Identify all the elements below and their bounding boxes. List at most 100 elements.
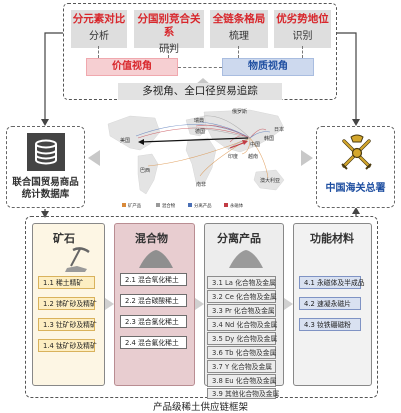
powder-pile-icon	[139, 250, 173, 268]
analysis-frame: 分元素对比 分析 分国别竞合关系 研判 全链条格局 梳理 优劣势地位 识别 价值…	[63, 3, 337, 100]
mixture-item: 2.2 混合碳酸稀土	[120, 294, 187, 307]
connector-line	[302, 46, 303, 58]
un-comtrade-label-line1: 联合国贸易商品	[12, 177, 79, 188]
connector-line	[168, 46, 169, 58]
legend-swatch	[188, 203, 192, 207]
africa-shape	[185, 137, 217, 185]
trade-flow-map: 俄罗斯 瑞典 德国 日本 韩国 中国 美国 巴西 印度 越南 南非 澳大利亚 矿…	[107, 108, 285, 209]
un-comtrade-panel: 联合国贸易商品 统计数据库	[6, 126, 85, 208]
trace-banner: 多视角、全口径贸易追踪	[118, 83, 282, 100]
customs-emblem-icon	[341, 134, 372, 170]
right-arrow-icon	[284, 298, 293, 310]
separated-item: 3.1 La 化合物及金属	[207, 276, 276, 289]
trace-banner-label: 多视角、全口径贸易追踪	[142, 85, 258, 97]
functional-item: 4.2 速凝永磁片	[299, 297, 361, 310]
separated-item: 3.9 其他化合物及金属	[207, 388, 279, 399]
main-flow-arrow-icon	[138, 139, 144, 145]
mixture-item: 2.3 混合氯化稀土	[120, 315, 187, 328]
analysis-box-title: 分国别竞合关系	[137, 13, 201, 38]
un-comtrade-label: 联合国贸易商品 统计数据库	[7, 177, 84, 201]
legend-label: 混合物	[162, 202, 176, 209]
map-legend: 矿产品 混合物 分离产品 永磁体	[122, 202, 244, 209]
south-america-shape	[137, 153, 159, 195]
database-icon	[27, 133, 65, 171]
separated-item: 3.8 Eu 化合物及金属	[207, 374, 277, 387]
australia-shape	[253, 169, 285, 191]
country-label: 德国	[195, 128, 205, 135]
separated-title: 分离产品	[217, 232, 261, 245]
connector-line	[44, 32, 63, 124]
connector-line	[337, 32, 357, 124]
country-label: 印度	[228, 153, 238, 160]
analysis-box-subtitle: 分析	[89, 31, 109, 42]
supply-chain-frame	[25, 216, 378, 398]
ore-item: 1.3 钍矿砂及精矿	[38, 318, 97, 331]
pickaxe-icon	[65, 247, 90, 272]
framework-caption: 产品级稀土供应链框架	[152, 402, 248, 413]
separated-item: 3.2 Ce 化合物及金属	[207, 290, 277, 303]
functional-title: 功能材料	[310, 232, 354, 245]
analysis-box-subtitle: 研判	[159, 44, 179, 55]
material-view-bar: 物质视角	[222, 58, 314, 76]
country-label: 巴西	[140, 168, 150, 174]
arrow-head-icon	[352, 119, 360, 126]
separated-item: 3.4 Nd 化合物及金属	[207, 318, 277, 331]
analysis-box-title: 分元素对比	[72, 13, 126, 25]
left-arrow-icon	[88, 150, 100, 166]
import-flow-arrow-icon	[242, 140, 248, 145]
mixture-item: 2.1 混合氧化稀土	[120, 273, 187, 286]
analysis-box-title: 全链条格局	[212, 13, 266, 25]
analysis-box-element: 分元素对比 分析	[71, 10, 127, 48]
analysis-box-position: 优劣势地位 识别	[274, 10, 331, 48]
china-customs-panel: 中国海关总署	[316, 126, 395, 208]
legend-label: 永磁体	[230, 202, 244, 209]
separated-item: 3.3 Pr 化合物及金属	[207, 304, 276, 317]
arrow-head-icon	[41, 119, 49, 126]
separated-item: 3.5 Dy 化合物及金属	[207, 332, 277, 345]
ore-item: 1.2 铈矿砂及精矿	[38, 297, 97, 310]
analysis-box-subtitle: 识别	[292, 31, 313, 42]
right-arrow-icon	[301, 150, 313, 166]
legend-swatch	[122, 203, 126, 207]
country-label: 日本	[274, 126, 284, 133]
country-label: 俄罗斯	[232, 108, 247, 115]
analysis-box-title: 优劣势地位	[276, 13, 329, 25]
country-label: 中国	[250, 141, 260, 148]
right-arrow-icon	[105, 298, 114, 310]
country-label: 南非	[196, 181, 206, 188]
country-label: 美国	[120, 137, 130, 144]
connector-line	[238, 46, 239, 58]
powder-pile-icon	[229, 250, 263, 268]
un-comtrade-label-line2: 统计数据库	[21, 189, 70, 200]
country-label: 韩国	[264, 135, 274, 142]
connector-line	[98, 46, 99, 58]
separated-item: 3.7 Y 化合物及金属	[207, 360, 276, 373]
analysis-box-country: 分国别竞合关系 研判	[134, 10, 204, 55]
mixture-item: 2.4 混合氟化稀土	[120, 336, 187, 349]
material-view-label: 物质视角	[248, 61, 288, 72]
view-connector	[178, 67, 222, 68]
country-label: 澳大利亚	[260, 177, 280, 184]
legend-swatch	[224, 203, 228, 207]
value-view-bar: 价值视角	[86, 58, 178, 76]
functional-item: 4.1 永磁体及半成品	[299, 276, 365, 289]
functional-item: 4.3 钕铁硼磁粉	[299, 318, 361, 331]
analysis-box-chain: 全链条格局 梳理	[210, 10, 268, 48]
arrow-head-icon	[352, 207, 360, 214]
country-label: 瑞典	[194, 117, 204, 124]
ore-item: 1.4 钛矿砂及精矿	[38, 339, 97, 352]
right-arrow-icon	[195, 298, 204, 310]
value-view-label: 价值视角	[112, 61, 152, 72]
main-flow-line	[139, 137, 249, 143]
analysis-box-subtitle: 梳理	[229, 31, 249, 42]
legend-swatch	[156, 203, 160, 207]
separated-item: 3.6 Tb 化合物及金属	[207, 346, 276, 359]
ore-title: 矿石	[53, 232, 75, 245]
arrow-head-icon	[41, 211, 49, 218]
mixture-title: 混合物	[135, 232, 168, 245]
ore-item: 1.1 稀土精矿	[38, 276, 95, 289]
legend-label: 矿产品	[128, 202, 142, 209]
country-label: 越南	[248, 153, 258, 160]
legend-label: 分离产品	[194, 202, 212, 209]
